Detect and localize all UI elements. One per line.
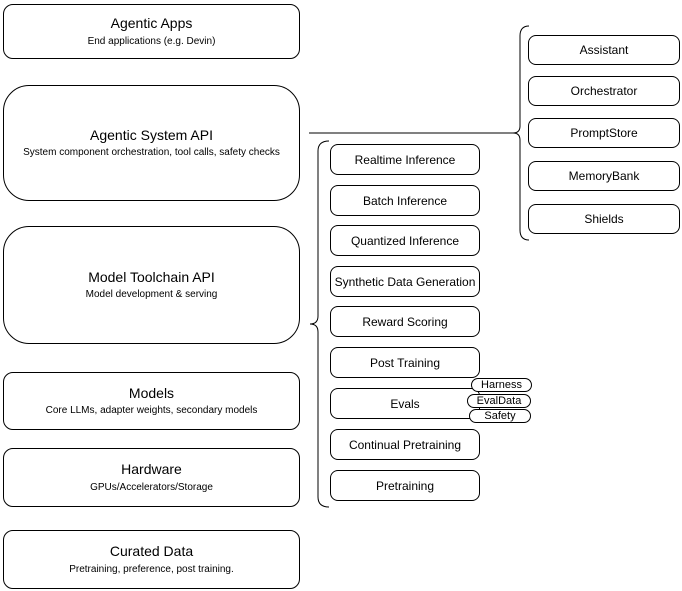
node-agentic-system-api: Agentic System API System component orch… bbox=[3, 85, 300, 201]
toolchain-brace bbox=[309, 140, 330, 508]
node-models: Models Core LLMs, adapter weights, secon… bbox=[3, 372, 300, 430]
node-title: Agentic Apps bbox=[110, 15, 193, 32]
node-hardware: Hardware GPUs/Accelerators/Storage bbox=[3, 448, 300, 507]
node-promptstore: PromptStore bbox=[528, 118, 680, 148]
node-subtitle: System component orchestration, tool cal… bbox=[23, 147, 280, 159]
node-title: Hardware bbox=[121, 461, 182, 478]
node-realtime-inference: Realtime Inference bbox=[330, 144, 480, 175]
node-reward-scoring: Reward Scoring bbox=[330, 306, 480, 337]
node-quantized-inference: Quantized Inference bbox=[330, 225, 480, 256]
node-subtitle: Model development & serving bbox=[85, 289, 218, 301]
node-label: Shields bbox=[584, 212, 624, 226]
node-agentic-apps: Agentic Apps End applications (e.g. Devi… bbox=[3, 4, 300, 59]
node-label: Post Training bbox=[369, 355, 441, 370]
node-label: Orchestrator bbox=[570, 84, 638, 98]
tag-evaldata: EvalData bbox=[467, 394, 531, 408]
tag-safety: Safety bbox=[469, 409, 531, 423]
node-pretraining: Pretraining bbox=[330, 470, 480, 501]
node-label: Evals bbox=[390, 396, 420, 411]
node-label: Reward Scoring bbox=[362, 314, 448, 329]
node-subtitle: Core LLMs, adapter weights, secondary mo… bbox=[45, 405, 258, 417]
node-subtitle: Pretraining, preference, post training. bbox=[69, 563, 234, 575]
node-label: Pretraining bbox=[375, 478, 435, 493]
node-label: Assistant bbox=[579, 43, 629, 57]
node-label: Continual Pretraining bbox=[348, 437, 462, 452]
node-title: Agentic System API bbox=[90, 126, 213, 143]
node-title: Model Toolchain API bbox=[88, 268, 215, 285]
node-post-training: Post Training bbox=[330, 347, 480, 378]
tag-label: Harness bbox=[481, 378, 522, 391]
node-curated-data: Curated Data Pretraining, preference, po… bbox=[3, 530, 300, 589]
node-memorybank: MemoryBank bbox=[528, 161, 680, 191]
tag-harness: Harness bbox=[471, 378, 532, 392]
node-evals: Evals bbox=[330, 388, 480, 419]
tag-label: EvalData bbox=[476, 394, 522, 407]
tag-label: Safety bbox=[484, 409, 516, 422]
node-title: Models bbox=[128, 384, 175, 401]
node-label: Realtime Inference bbox=[354, 152, 456, 167]
node-subtitle: End applications (e.g. Devin) bbox=[87, 35, 216, 47]
node-label: PromptStore bbox=[570, 126, 638, 140]
node-label: Quantized Inference bbox=[350, 233, 460, 248]
node-label: MemoryBank bbox=[568, 169, 640, 183]
node-label: Synthetic Data Generation bbox=[334, 274, 476, 289]
node-model-toolchain-api: Model Toolchain API Model development & … bbox=[3, 226, 300, 344]
node-synthetic-data-generation: Synthetic Data Generation bbox=[330, 266, 480, 297]
node-assistant: Assistant bbox=[528, 35, 680, 65]
node-continual-pretraining: Continual Pretraining bbox=[330, 429, 480, 460]
node-shields: Shields bbox=[528, 204, 680, 234]
node-orchestrator: Orchestrator bbox=[528, 76, 680, 106]
node-batch-inference: Batch Inference bbox=[330, 185, 480, 216]
components-brace bbox=[512, 25, 530, 241]
node-title: Curated Data bbox=[109, 543, 194, 560]
node-label: Batch Inference bbox=[362, 193, 448, 208]
node-subtitle: GPUs/Accelerators/Storage bbox=[90, 481, 213, 493]
